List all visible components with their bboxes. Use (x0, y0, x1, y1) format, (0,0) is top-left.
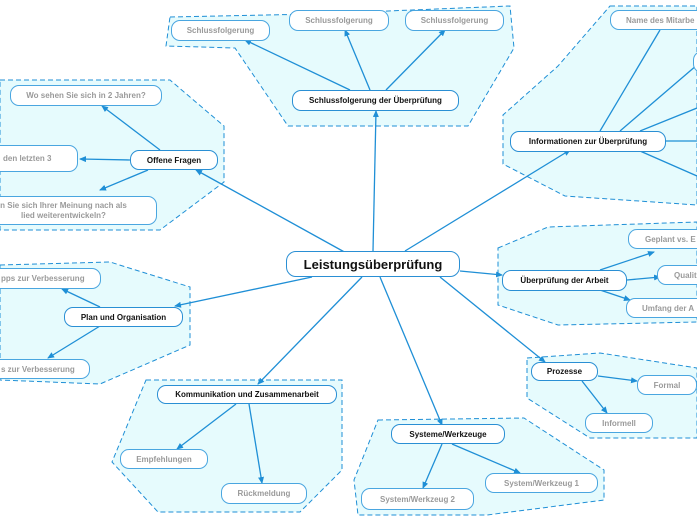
link-prozesse-2 (581, 380, 608, 414)
link-komm-2 (248, 403, 264, 484)
region-offene (0, 79, 225, 231)
link-prozesse-1 (597, 375, 638, 384)
leaf-schlussfolgerung-2[interactable]: Schlussfolgerung (289, 10, 389, 31)
link-arbeit-3 (599, 289, 631, 301)
leaf-schlussfolgerung-1[interactable]: Schlussfolgerung (171, 20, 270, 41)
topic-offene-fragen[interactable]: Offene Fragen (130, 150, 218, 170)
link-offene-1 (101, 105, 161, 151)
link-info-3 (639, 107, 697, 132)
link-root-plan (174, 276, 313, 308)
link-root-systeme (379, 276, 443, 426)
link-schluss-3 (385, 29, 446, 91)
region-komm (111, 379, 343, 513)
topic-plan-und-organisation[interactable]: Plan und Organisation (64, 307, 183, 327)
link-root-arbeit (459, 270, 503, 278)
leaf-qualitaet[interactable]: Qualit (657, 265, 697, 285)
link-arbeit-1 (599, 251, 655, 271)
leaf-wo-sehen-sie-sich[interactable]: Wo sehen Sie sich in 2 Jahren? (10, 85, 162, 106)
leaf-rueckmeldung[interactable]: Rückmeldung (221, 483, 307, 504)
leaf-tipps-zur-verbesserung[interactable]: pps zur Verbesserung (0, 268, 101, 289)
link-komm-1 (176, 403, 237, 450)
topic-prozesse[interactable]: Prozesse (531, 362, 598, 381)
root-node[interactable]: Leistungsüberprüfung (286, 251, 460, 277)
leaf-umfang-der-arbeit[interactable]: Umfang der A (626, 298, 697, 318)
link-root-info (404, 149, 571, 252)
link-info-2 (619, 64, 697, 132)
leaf-informell[interactable]: Informell (585, 413, 653, 433)
link-schluss-1 (244, 39, 351, 91)
leaf-schlussfolgerung-3[interactable]: Schlussfolgerung (405, 10, 504, 31)
leaf-weiterentwickeln[interactable]: n Sie sich Ihrer Meinung nach als lied w… (0, 196, 157, 225)
link-root-prozesse (439, 276, 546, 363)
topic-schlussfolgerung[interactable]: Schlussfolgerung der Überprüfung (292, 90, 459, 111)
leaf-den-letzten-3[interactable]: den letzten 3 (0, 145, 78, 172)
link-plan-1 (61, 288, 101, 308)
topic-informationen[interactable]: Informationen zur Überprüfung (510, 131, 666, 152)
leaf-empfehlungen[interactable]: Empfehlungen (120, 449, 208, 469)
topic-ueberpruefung-der-arbeit[interactable]: Überprüfung der Arbeit (502, 270, 627, 291)
leaf-geplant-vs-erreicht[interactable]: Geplant vs. E (628, 229, 697, 249)
link-plan-2 (47, 325, 101, 359)
leaf-system-werkzeug-1[interactable]: System/Werkzeug 1 (485, 473, 598, 493)
link-info-5 (639, 150, 697, 177)
link-systeme-2 (422, 443, 443, 489)
region-info (502, 5, 697, 206)
link-root-komm (257, 276, 363, 385)
link-root-schluss (372, 110, 379, 252)
link-info-1 (599, 29, 661, 132)
topic-kommunikation[interactable]: Kommunikation und Zusammenarbeit (157, 385, 337, 404)
link-schluss-2 (344, 29, 371, 91)
link-offene-3 (99, 169, 149, 191)
topic-systeme-werkzeuge[interactable]: Systeme/Werkzeuge (391, 424, 505, 444)
leaf-formal[interactable]: Formal (637, 375, 697, 395)
leaf-name-des-mitarbeiters[interactable]: Name des Mitarbe (610, 10, 697, 30)
leaf-massnahmen-zur-verbesserung[interactable]: s zur Verbesserung (0, 359, 90, 379)
link-offene-2 (79, 156, 131, 163)
link-systeme-1 (451, 443, 521, 474)
link-arbeit-2 (626, 274, 661, 281)
link-root-offene (195, 169, 349, 255)
leaf-system-werkzeug-2[interactable]: System/Werkzeug 2 (361, 488, 474, 510)
